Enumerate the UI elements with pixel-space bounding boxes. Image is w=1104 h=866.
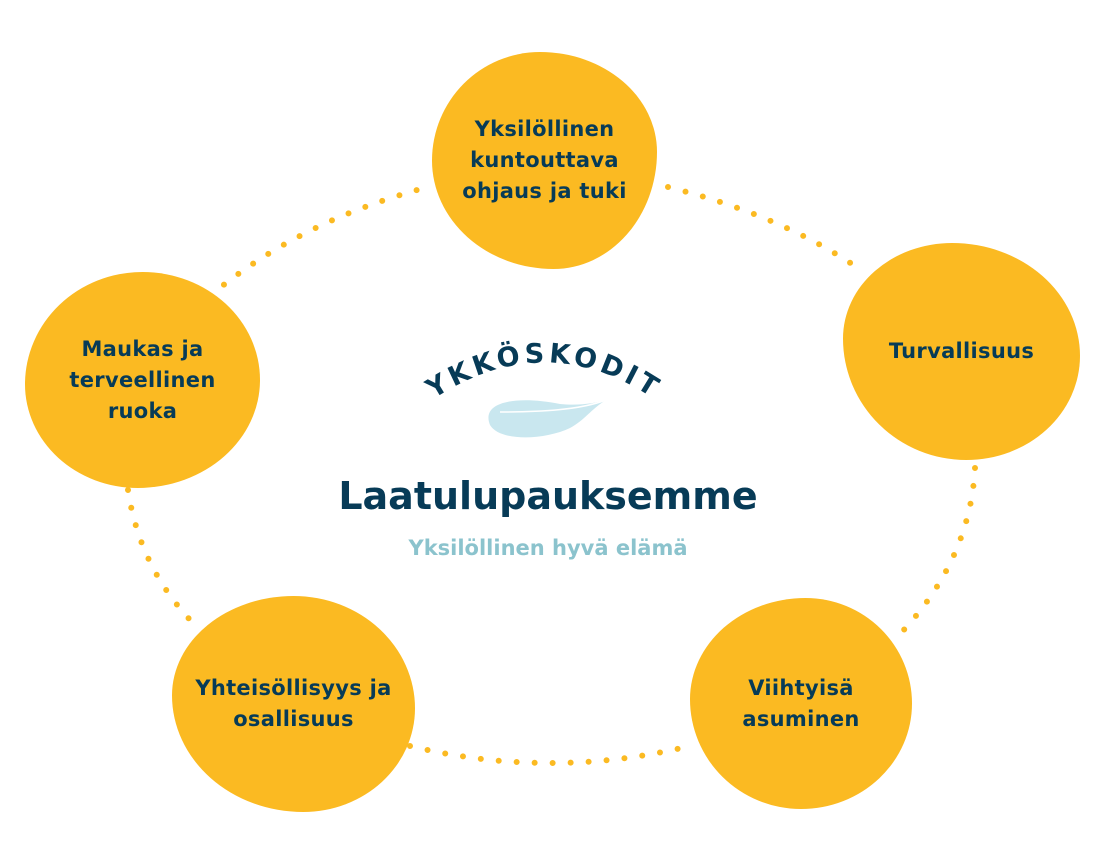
node-label: Yksilöllinen kuntouttava ohjaus ja tuki bbox=[462, 117, 627, 203]
node-label: Yhteisöllisyys ja osallisuus bbox=[195, 676, 392, 731]
logo-text: YKKÖSKODIT bbox=[420, 338, 663, 406]
node-label: Viihtyisä asuminen bbox=[742, 675, 860, 731]
node-label: Maukas ja terveellinen ruoka bbox=[69, 336, 216, 423]
node-cosy-living: Viihtyisä asuminen bbox=[690, 598, 912, 809]
logo: YKKÖSKODIT bbox=[420, 338, 667, 438]
feather-icon bbox=[488, 400, 606, 438]
node-label: Turvallisuus bbox=[888, 339, 1035, 363]
node-safety: Turvallisuus bbox=[843, 243, 1080, 460]
connector-left bbox=[125, 487, 199, 629]
node-individual-guidance: Yksilöllinen kuntouttava ohjaus ja tuki bbox=[432, 52, 657, 269]
node-community: Yhteisöllisyys ja osallisuus bbox=[172, 596, 415, 812]
subtitle: Yksilöllinen hyvä elämä bbox=[408, 536, 688, 560]
page-title: Laatulupauksemme bbox=[338, 474, 758, 518]
node-healthy-food: Maukas ja terveellinen ruoka bbox=[25, 272, 260, 488]
connector-bottom bbox=[407, 743, 693, 766]
svg-text:YKKÖSKODIT: YKKÖSKODIT bbox=[420, 338, 667, 406]
connector-top-right bbox=[665, 184, 861, 271]
connector-right bbox=[897, 465, 978, 637]
connector-top-left bbox=[207, 183, 435, 299]
